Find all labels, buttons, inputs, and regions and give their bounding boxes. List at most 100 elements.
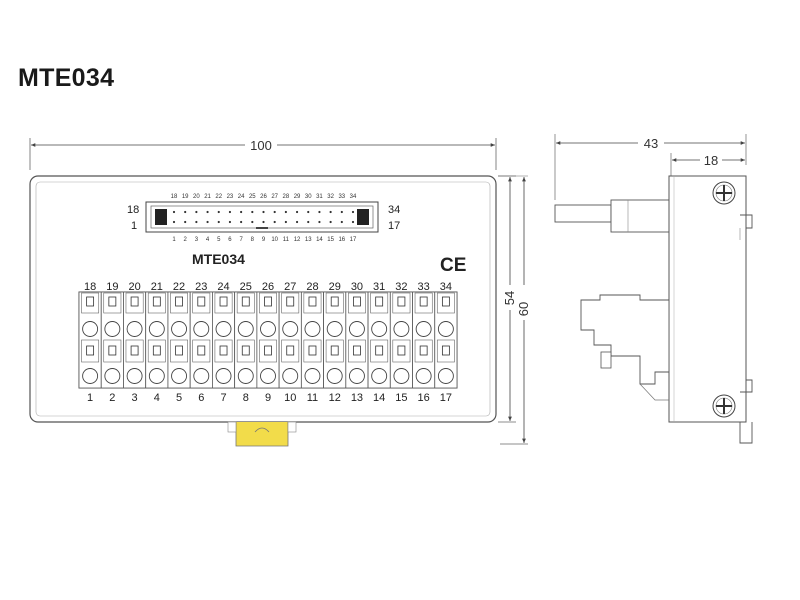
- connector-pin-label: 11: [283, 237, 290, 243]
- connector-pin-label: 3: [195, 237, 199, 243]
- terminal-cell: [78, 291, 102, 389]
- terminal-label-bottom: 1: [87, 392, 93, 404]
- terminal-label-bottom: 13: [351, 392, 363, 404]
- terminal-label-bottom: 2: [109, 392, 115, 404]
- terminal-cell: [100, 291, 124, 389]
- terminal-label-bottom: 6: [198, 392, 204, 404]
- connector-pin: [228, 210, 232, 214]
- connector-pin: [217, 220, 220, 224]
- terminal-label-top: 32: [395, 281, 407, 293]
- connector-pin-label: 29: [294, 194, 301, 200]
- connector-left-top-label: 18: [127, 204, 139, 216]
- connector-pin-label: 2: [184, 237, 188, 243]
- connector-pin: [329, 220, 332, 224]
- connector-pin: [340, 210, 343, 214]
- terminal-label-top: 34: [440, 281, 452, 293]
- terminal-label-top: 30: [351, 281, 363, 293]
- side-width-dimension: 18: [670, 153, 745, 176]
- terminal-label-bottom: 3: [132, 392, 138, 404]
- connector-pin-label: 31: [316, 194, 323, 200]
- ce-mark: CE: [440, 255, 466, 276]
- side-housing: [668, 175, 753, 444]
- connector-pin: [318, 220, 321, 224]
- terminal-label-bottom: 9: [265, 392, 271, 404]
- connector-pin-label: 33: [338, 194, 345, 200]
- depth-dimension: 43: [554, 134, 747, 200]
- terminal-cell: [389, 291, 413, 389]
- connector-right-top-label: 34: [388, 204, 400, 216]
- connector-pin-label: 26: [260, 194, 267, 200]
- terminal-cell: [367, 291, 391, 389]
- connector-pin-label: 20: [193, 194, 200, 200]
- connector-pin-label: 9: [262, 237, 266, 243]
- terminal-label-bottom: 15: [395, 392, 407, 404]
- terminal-cell: [145, 291, 169, 389]
- terminal-cell: [345, 291, 369, 389]
- terminal-cell: [167, 291, 191, 389]
- terminal-cell: [434, 291, 458, 389]
- terminal-label-bottom: 14: [373, 392, 385, 404]
- connector-pin: [273, 210, 276, 214]
- screw-top-icon: [712, 181, 736, 205]
- connector-pin: [206, 210, 209, 214]
- terminal-label-top: 23: [195, 281, 207, 293]
- connector-pin: [240, 210, 243, 214]
- terminal-label-bottom: 4: [154, 392, 160, 404]
- connector-pin: [273, 220, 276, 224]
- terminal-cell: [412, 291, 436, 389]
- connector-pin: [284, 210, 287, 214]
- connector-pin-label: 25: [249, 194, 256, 200]
- connector-pin: [318, 210, 321, 214]
- connector-pin: [329, 210, 332, 214]
- connector-pin: [262, 220, 265, 224]
- connector-pin-label: 21: [204, 194, 211, 200]
- connector-pin-label: 16: [338, 237, 345, 243]
- terminal-cell: [212, 291, 236, 389]
- side-width-dim-label: 18: [704, 153, 718, 168]
- terminal-cell: [278, 291, 302, 389]
- terminal-label-bottom: 17: [440, 392, 452, 404]
- terminal-label-top: 18: [84, 281, 96, 293]
- terminal-label-top: 19: [106, 281, 118, 293]
- connector-pin-label: 1: [172, 237, 176, 243]
- connector-pin-label: 32: [327, 194, 334, 200]
- terminal-cell: [323, 291, 347, 389]
- terminal-label-bottom: 8: [243, 392, 249, 404]
- terminal-label-top: 25: [240, 281, 252, 293]
- height-dimensions: 54 60: [498, 175, 531, 445]
- connector-pin-label: 18: [171, 194, 178, 200]
- connector-pin-label: 14: [316, 237, 323, 243]
- connector-pin-label: 6: [228, 237, 232, 243]
- connector-pin: [307, 210, 310, 214]
- connector-pin-label: 22: [215, 194, 222, 200]
- module-model-label: MTE034: [192, 251, 245, 267]
- connector-pin-label: 28: [283, 194, 290, 200]
- connector-pin-label: 15: [327, 237, 334, 243]
- connector-pin-label: 23: [227, 194, 234, 200]
- terminal-label-top: 24: [217, 281, 229, 293]
- module-housing-inner: [35, 181, 491, 417]
- connector-pin-label: 30: [305, 194, 312, 200]
- terminal-label-bottom: 11: [307, 392, 318, 404]
- connector-left-bottom-label: 1: [131, 220, 137, 232]
- connector-pin: [251, 210, 254, 214]
- connector-pin: [172, 210, 176, 214]
- connector-pin: [172, 220, 176, 224]
- connector-pin: [307, 220, 310, 224]
- connector-pin: [295, 210, 299, 214]
- terminal-cell: [189, 291, 213, 389]
- connector-pin: [195, 210, 198, 214]
- connector-pin-label: 19: [182, 194, 189, 200]
- height-dim-54: 54: [502, 291, 517, 305]
- terminal-label-top: 21: [151, 281, 163, 293]
- side-terminal-profile: [580, 294, 670, 401]
- connector-pin: [217, 210, 220, 214]
